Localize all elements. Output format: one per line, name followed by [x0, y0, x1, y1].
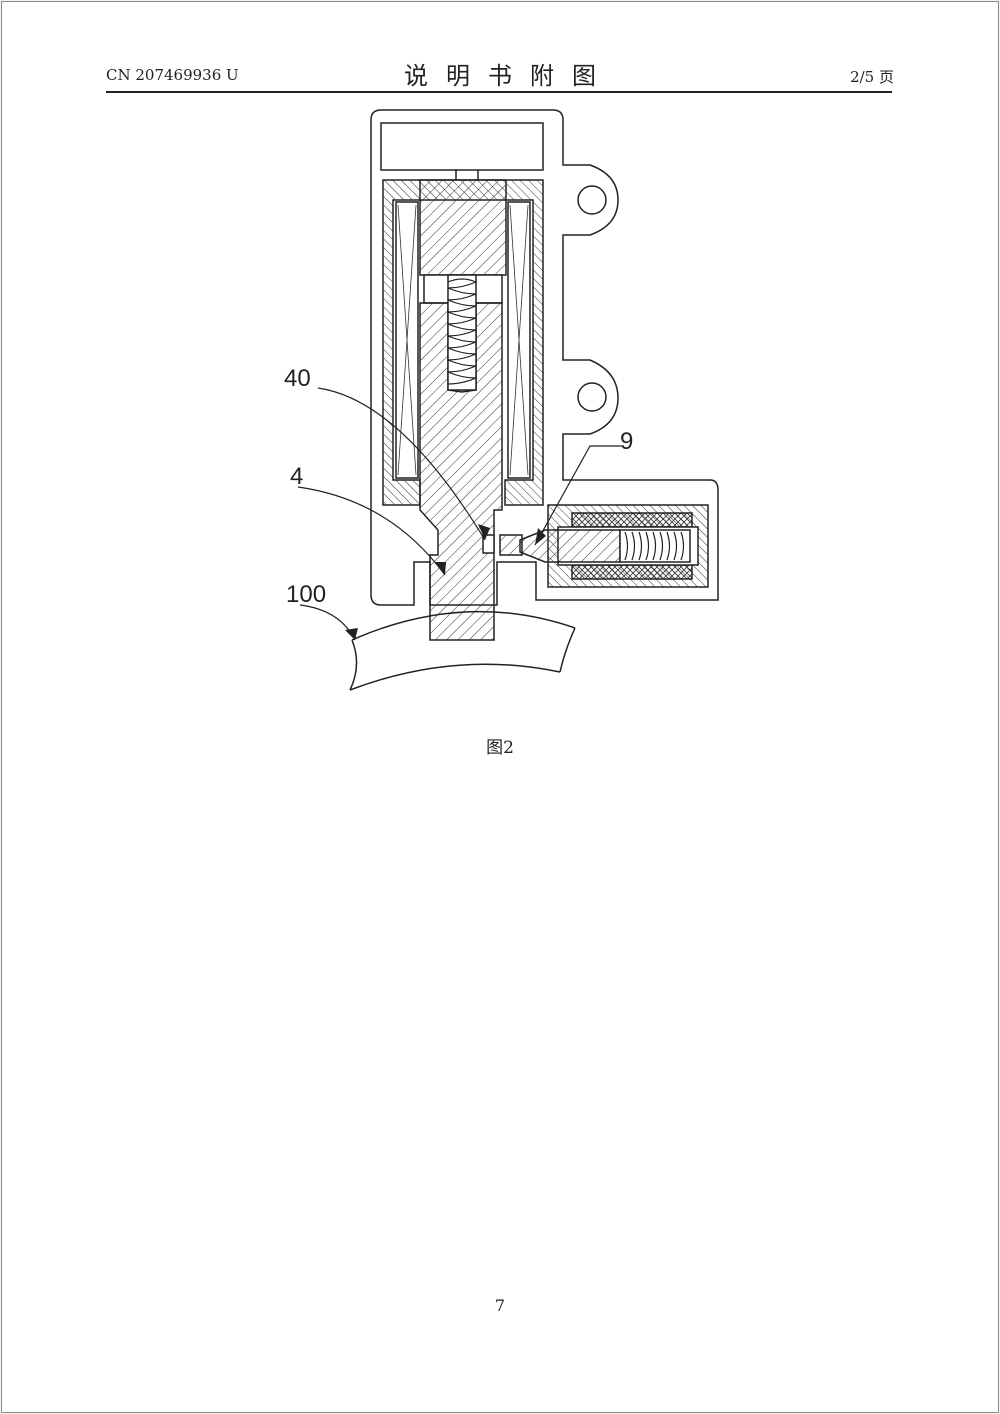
housing-outline	[370, 109, 719, 606]
plunger-spring	[447, 278, 478, 385]
label-4: 4	[290, 463, 303, 490]
figure-caption: 图2	[486, 738, 514, 758]
leader-100	[299, 604, 356, 641]
fixed-core	[419, 179, 507, 276]
mount-hole-top	[577, 185, 607, 215]
lateral-spring	[624, 531, 685, 561]
label-9: 9	[620, 428, 633, 455]
lateral-plunger-part-9	[519, 529, 621, 563]
rotor-disc	[349, 610, 576, 691]
mount-hole-bottom	[577, 382, 607, 412]
leader-40	[317, 387, 486, 541]
page-title: 说明书附图	[404, 62, 614, 90]
leader-9	[534, 445, 622, 546]
page-count: 2/5 页	[850, 68, 894, 86]
patent-number: CN 207469936 U	[106, 66, 239, 84]
leader-4	[297, 486, 446, 576]
page-number: 7	[494, 1296, 506, 1315]
label-100: 100	[286, 581, 326, 608]
plunger-notch	[482, 534, 495, 554]
top-cavity	[380, 122, 544, 171]
label-40: 40	[284, 365, 311, 392]
plunger-part-4	[419, 302, 503, 641]
header-rule	[106, 91, 892, 93]
